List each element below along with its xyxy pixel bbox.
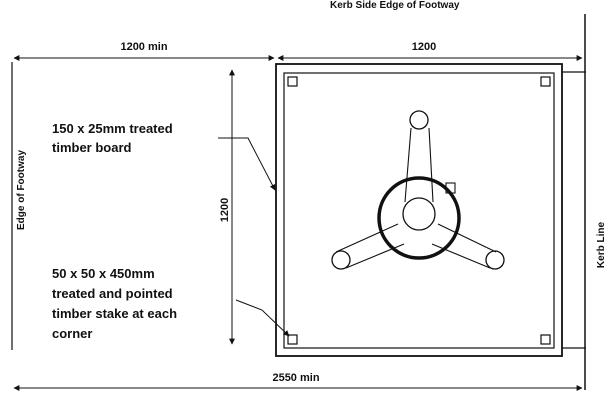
dim-vertical-label: 1200 [219, 198, 231, 222]
guy-stake-top [409, 110, 429, 130]
dim-top-right-label: 1200 [412, 41, 436, 53]
board-note: 150 x 25mm treated timber board [52, 121, 176, 155]
board-leader [218, 137, 276, 191]
board-note-line-1: 150 x 25mm treated [52, 121, 173, 136]
stake-note: 50 x 50 x 450mm treated and pointed timb… [52, 266, 181, 341]
kerb-line-label: Kerb Line [596, 222, 607, 269]
edge-of-footway-label: Edge of Footway [16, 150, 27, 230]
board-note-line-2: timber board [52, 140, 132, 155]
guy-stake-right [485, 250, 505, 270]
guy-stake-left [331, 250, 351, 270]
dim-top-left-label: 1200 min [120, 41, 167, 53]
corner-stake-top-left [287, 76, 298, 87]
corner-stake-top-right [540, 76, 551, 87]
tree-trunk [402, 197, 436, 231]
tree-guy-arms [335, 127, 497, 269]
stake-leader [235, 299, 290, 337]
timber-board-frame [283, 72, 555, 349]
stake-note-line-4: corner [52, 326, 92, 341]
header-fragment: Kerb Side Edge of Footway [330, 0, 460, 11]
stake-note-line-1: 50 x 50 x 450mm [52, 266, 155, 281]
guy-anchor-tab [445, 182, 456, 194]
dim-bottom-label: 2550 min [272, 372, 319, 384]
tree-pit-ring [377, 176, 461, 260]
stake-note-line-2: treated and pointed [52, 286, 173, 301]
corner-stake-bottom-left [287, 334, 298, 345]
stake-note-line-3: timber stake at each [52, 306, 177, 321]
planting-pit-outer [275, 63, 563, 357]
corner-stake-bottom-right [540, 334, 551, 345]
